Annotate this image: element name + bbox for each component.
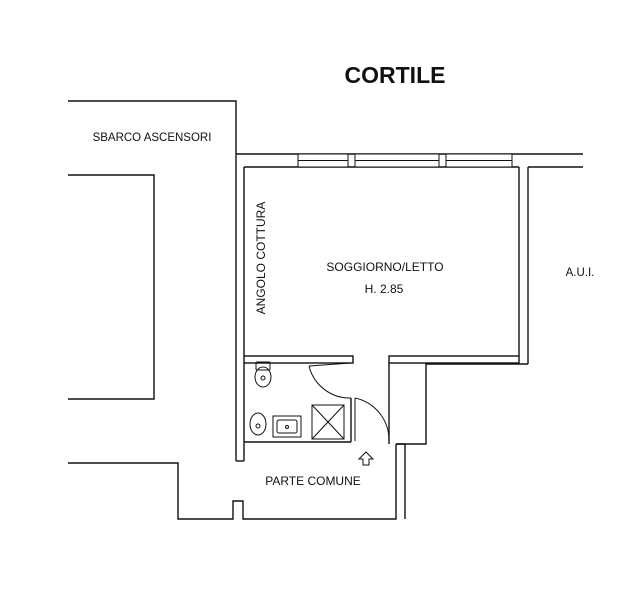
kitchen-corner-label: ANGOLO COTTURA bbox=[254, 202, 268, 315]
courtyard-label: CORTILE bbox=[345, 62, 446, 88]
windows bbox=[297, 153, 513, 168]
entrance-arrow-icon bbox=[357, 451, 375, 466]
bidet-icon bbox=[249, 412, 267, 436]
bathroom-door bbox=[308, 362, 352, 399]
other-unit-label: A.U.I. bbox=[566, 267, 595, 279]
bathroom-fixtures bbox=[249, 361, 345, 440]
common-area-label: PARTE COMUNE bbox=[265, 474, 361, 488]
sink-icon bbox=[272, 415, 302, 438]
interior-walls bbox=[236, 355, 528, 519]
shower-icon bbox=[311, 404, 345, 440]
entrance-door bbox=[354, 397, 390, 441]
elevator-landing-label: SBARCO ASCENSORI bbox=[93, 132, 212, 144]
ceiling-height-label: H. 2.85 bbox=[365, 282, 404, 296]
apartment-outer-walls bbox=[235, 153, 583, 461]
living-bedroom-label: SOGGIORNO/LETTO bbox=[326, 260, 443, 274]
elevator-landing-walls bbox=[68, 100, 397, 520]
toilet-icon bbox=[254, 361, 272, 388]
